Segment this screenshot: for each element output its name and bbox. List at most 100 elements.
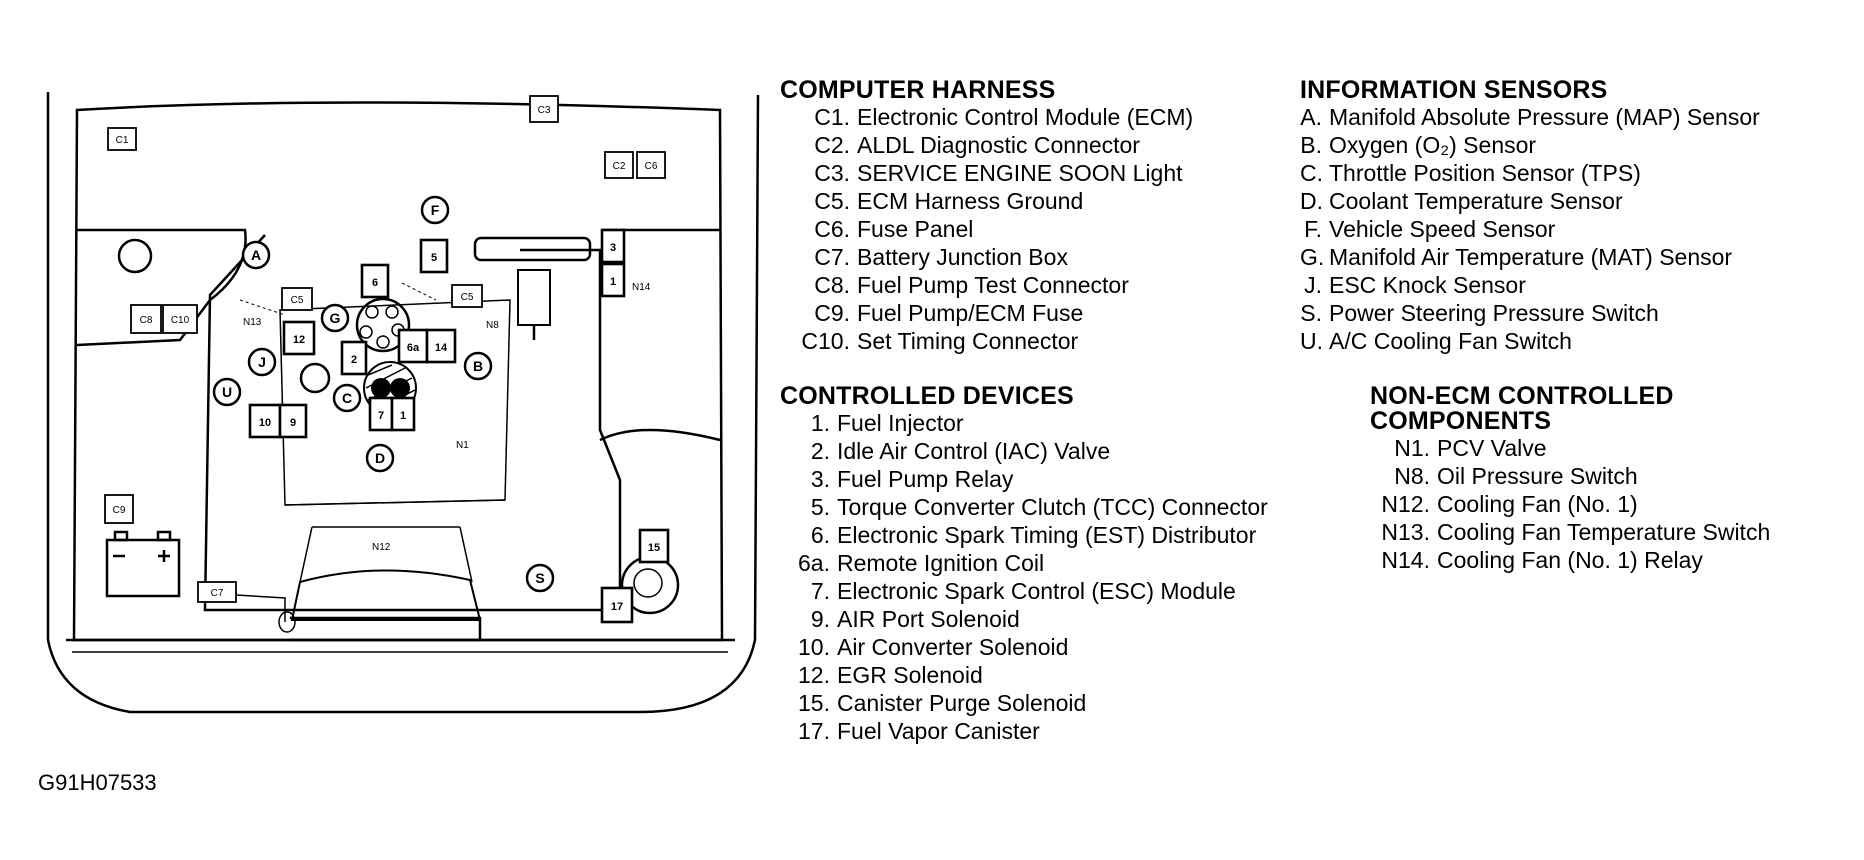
list-item: C3.SERVICE ENGINE SOON Light [780, 159, 1193, 187]
list-item: F.Vehicle Speed Sensor [1300, 215, 1760, 243]
item-code: C5. [814, 188, 850, 214]
item-code: 10. [798, 634, 830, 660]
item-code: N12. [1381, 491, 1430, 517]
item-code: 5. [810, 494, 830, 520]
information-sensors-title: INFORMATION SENSORS [1300, 76, 1608, 104]
box-device-7: 7 [368, 396, 394, 432]
list-item: G.Manifold Air Temperature (MAT) Sensor [1300, 243, 1760, 271]
list-item: 3. Fuel Pump Relay [780, 465, 1268, 493]
list-item: C1.Electronic Control Module (ECM) [780, 103, 1193, 131]
list-item: 9.AIR Port Solenoid [780, 605, 1268, 633]
box-c9: C9 [104, 494, 134, 524]
figure-id: G91H07533 [38, 770, 157, 795]
sensor-marker-d: D [365, 443, 395, 473]
list-item: C10.Set Timing Connector [780, 327, 1193, 355]
item-label: Fuel Pump Relay [837, 466, 1014, 492]
svg-text:B: B [473, 358, 483, 374]
list-item: 6a.Remote Ignition Coil [780, 549, 1268, 577]
svg-text:6: 6 [372, 277, 378, 289]
list-item: C6. Fuse Panel [780, 215, 1193, 243]
item-label: Manifold Absolute Pressure (MAP) Sensor [1329, 104, 1760, 130]
intake-bar [473, 236, 592, 262]
information-sensors-list: A.Manifold Absolute Pressure (MAP) Senso… [1300, 103, 1760, 355]
svg-text:J: J [258, 354, 266, 370]
item-code: D. [1300, 188, 1323, 214]
list-item: S.Power Steering Pressure Switch [1300, 299, 1760, 327]
box-c6: C6 [636, 151, 666, 179]
list-item: 5.Torque Converter Clutch (TCC) Connecto… [780, 493, 1268, 521]
item-label: Fuse Panel [857, 216, 974, 242]
fan-shroud [290, 569, 482, 621]
list-item: 6. Electronic Spark Timing (EST) Distribu… [780, 521, 1268, 549]
svg-text:1: 1 [400, 410, 406, 422]
list-item: C9.Fuel Pump/ECM Fuse [780, 299, 1193, 327]
controlled-devices-legend: CONTROLLED DEVICES 1.Fuel Injector 2.Idl… [780, 384, 1268, 745]
svg-text:C: C [342, 390, 352, 406]
list-item: N13.Cooling Fan Temperature Switch [1370, 518, 1790, 546]
list-item: 10.Air Converter Solenoid [780, 633, 1268, 661]
label-n1: N1 [456, 440, 469, 451]
list-item: J.ESC Knock Sensor [1300, 271, 1760, 299]
item-code: 12. [798, 662, 830, 688]
item-code: S. [1300, 300, 1322, 326]
box-device-n12-small: 14 [425, 328, 457, 364]
list-item: N12.Cooling Fan (No. 1) [1370, 490, 1790, 518]
item-label: Electronic Spark Timing (EST) Distributo… [837, 522, 1257, 548]
box-device-17: 17 [600, 586, 634, 624]
svg-text:A: A [251, 247, 261, 263]
firewall-panel [72, 101, 724, 642]
box-c10: C10 [162, 304, 198, 334]
svg-text:17: 17 [611, 601, 623, 613]
item-code: C9. [814, 300, 850, 326]
box-device-1-right: 1 [600, 262, 626, 298]
svg-text:15: 15 [648, 542, 660, 554]
list-item: U.A/C Cooling Fan Switch [1300, 327, 1760, 355]
svg-text:C1: C1 [116, 135, 129, 146]
engine-compartment-diagram: C1 C3 C2 C6 C8 C10 C9 C7 C5 C5 5 6 12 2 … [46, 92, 760, 714]
item-code: C10. [801, 328, 850, 354]
box-device-1: 1 [390, 396, 416, 432]
item-code: 3. [810, 466, 830, 492]
list-item: B.Oxygen (O₂) Sensor [1300, 131, 1760, 159]
distributor-cap [355, 297, 411, 353]
list-item: N8.Oil Pressure Switch [1370, 462, 1790, 490]
box-device-10: 10 [248, 403, 282, 439]
item-label: Battery Junction Box [857, 244, 1068, 270]
non-ecm-components-list: N1.PCV Valve N8.Oil Pressure Switch N12.… [1370, 434, 1790, 574]
item-code: 6. [810, 522, 830, 548]
item-label: Fuel Vapor Canister [837, 718, 1040, 744]
box-device-2: 2 [340, 340, 368, 376]
label-n8: N8 [486, 320, 499, 331]
item-code: N14. [1381, 547, 1430, 573]
svg-text:C10: C10 [171, 315, 190, 326]
list-item: A.Manifold Absolute Pressure (MAP) Senso… [1300, 103, 1760, 131]
sensor-marker-f: F [420, 195, 450, 225]
list-item: 17.Fuel Vapor Canister [780, 717, 1268, 745]
item-label: ALDL Diagnostic Connector [857, 132, 1140, 158]
list-item: C.Throttle Position Sensor (TPS) [1300, 159, 1760, 187]
list-item: 2.Idle Air Control (IAC) Valve [780, 437, 1268, 465]
item-code: C7. [814, 244, 850, 270]
box-device-15: 15 [638, 528, 670, 564]
svg-text:10: 10 [259, 417, 271, 429]
list-item: C5.ECM Harness Ground [780, 187, 1193, 215]
item-code: N1. [1394, 435, 1430, 461]
box-c8: C8 [130, 304, 162, 334]
box-c7: C7 [197, 581, 237, 603]
svg-text:9: 9 [290, 417, 296, 429]
sensor-marker-j: J [247, 347, 277, 377]
svg-text:7: 7 [378, 410, 384, 422]
item-label: Fuel Pump Test Connector [857, 272, 1129, 298]
item-label: Fuel Injector [837, 410, 964, 436]
item-label: Coolant Temperature Sensor [1329, 188, 1623, 214]
box-c1: C1 [107, 127, 137, 151]
item-label: Electronic Control Module (ECM) [857, 104, 1194, 130]
label-n12: N12 [372, 542, 391, 553]
item-label: EGR Solenoid [837, 662, 983, 688]
svg-text:3: 3 [610, 242, 616, 254]
computer-harness-list: C1.Electronic Control Module (ECM) C2.AL… [780, 103, 1193, 355]
list-item: 7.Electronic Spark Control (ESC) Module [780, 577, 1268, 605]
item-code: C6. [814, 216, 850, 242]
svg-text:C9: C9 [113, 505, 126, 516]
item-code: C8. [814, 272, 850, 298]
